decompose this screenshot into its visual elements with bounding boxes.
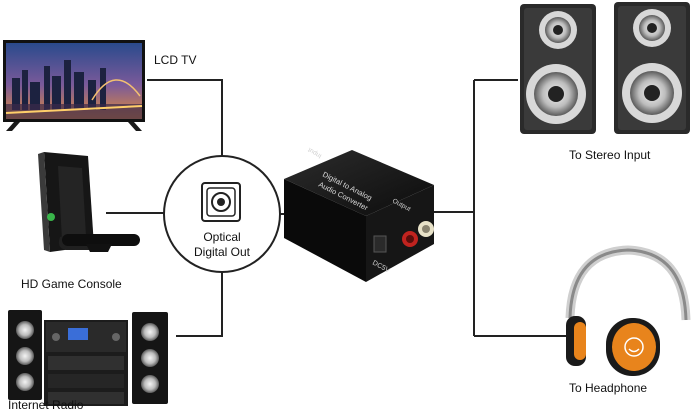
stereo-input-label: To Stereo Input [569, 148, 651, 162]
headphones-image [565, 245, 691, 376]
internet-radio-image [8, 310, 168, 406]
internet-radio-label: Internet Radio [8, 398, 84, 412]
optical-port-icon [201, 182, 241, 222]
lcd-tv-image [3, 40, 145, 131]
game-console-label: HD Game Console [21, 277, 122, 291]
lcd-tv-label: LCD TV [154, 53, 197, 67]
converter-box [284, 150, 434, 282]
headphone-label: To Headphone [569, 381, 648, 395]
game-console-image [38, 152, 140, 252]
line-radio [176, 270, 223, 337]
connection-lines [106, 79, 568, 337]
line-tv [147, 79, 223, 158]
stereo-speakers-image [520, 2, 690, 134]
optical-digital-out-label: Optical Digital Out [177, 230, 267, 260]
converter-input-label: Input [307, 146, 323, 159]
optical-label-line1: Optical [203, 230, 241, 244]
optical-label-line2: Digital Out [193, 245, 251, 259]
